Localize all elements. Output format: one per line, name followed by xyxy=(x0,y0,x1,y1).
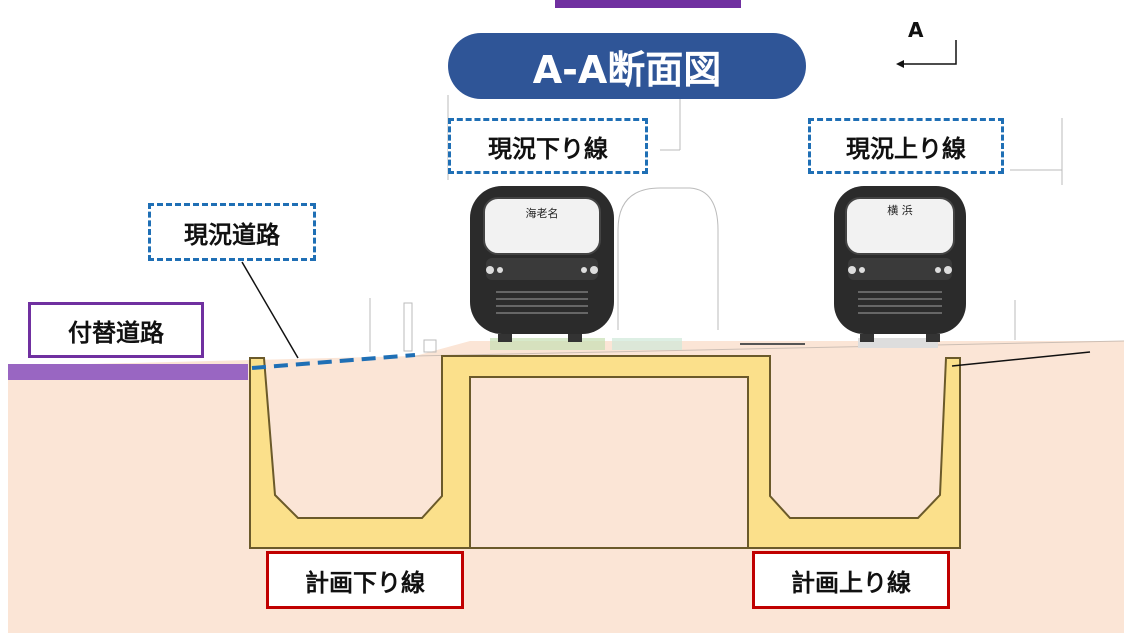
section-title: A-A断面図 xyxy=(448,33,806,99)
top-tab-fragment xyxy=(555,0,741,8)
existing-road-leader xyxy=(241,261,299,359)
existing-road-line xyxy=(251,353,416,370)
planned-structure xyxy=(249,355,961,549)
section-marker-line xyxy=(902,40,957,65)
replacement-road-label: 付替道路 xyxy=(28,302,204,358)
existing-up-line-label: 現況上り線 xyxy=(808,118,1004,174)
train-up xyxy=(834,186,966,342)
section-marker-arrow xyxy=(896,60,904,68)
ground-surface-line xyxy=(414,340,1124,357)
faint-background-lines xyxy=(369,95,1063,353)
existing-down-line-label: 現況下り線 xyxy=(448,118,648,174)
planned-up-line-label: 計画上り線 xyxy=(752,551,950,609)
train-up-destination: 横 浜 xyxy=(887,203,913,217)
planned-down-line-label: 計画下り線 xyxy=(266,551,464,609)
track-bed-up-block xyxy=(858,338,938,348)
replacement-road-strip xyxy=(8,364,248,380)
track-bed-mid xyxy=(612,338,682,350)
existing-road-label: 現況道路 xyxy=(148,203,316,261)
right-leader xyxy=(951,351,1091,367)
train-down-destination: 海老名 xyxy=(526,206,559,220)
train-down xyxy=(470,186,614,342)
section-marker-label: A xyxy=(908,18,924,42)
